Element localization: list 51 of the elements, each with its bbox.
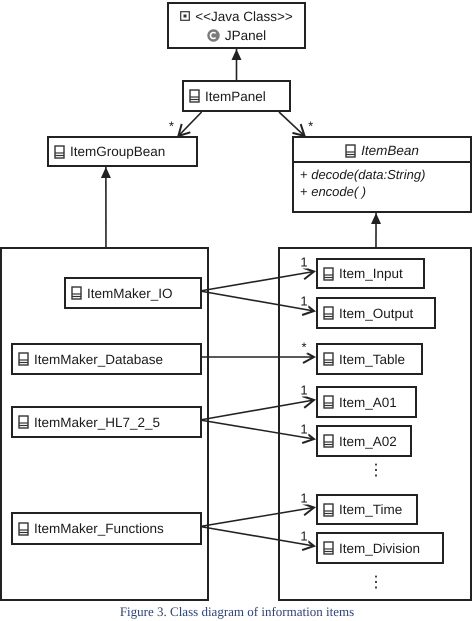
generalization-arrow	[371, 213, 382, 247]
abstract-class-box	[292, 136, 472, 213]
ellipsis-mark: ⋮	[368, 461, 384, 479]
multiplicity-label: 1	[299, 422, 309, 436]
class-box	[47, 136, 198, 167]
class-name: ItemMaker_Database	[34, 352, 164, 366]
class-name: ItemMaker_IO	[87, 286, 173, 300]
class-name: ItemMaker_Functions	[34, 521, 164, 536]
class-box	[316, 343, 423, 375]
class-box	[316, 297, 436, 329]
class-box	[316, 532, 444, 564]
class-box	[182, 80, 291, 112]
package-frame	[278, 247, 472, 601]
generalization-arrow	[100, 167, 111, 247]
class-name: ItemBean	[361, 143, 419, 158]
class-name: Item_Table	[339, 352, 406, 366]
class-box	[167, 2, 306, 49]
class-name: Item_Time	[339, 502, 402, 517]
class-box	[11, 406, 202, 438]
association-arrow	[278, 111, 306, 137]
method-text: + encode( )	[300, 183, 368, 200]
class-box	[316, 258, 425, 289]
class-name: ItemGroupBean	[70, 144, 166, 159]
multiplicity-label: 1	[299, 294, 309, 308]
multiplicity-label: 1	[299, 255, 309, 268]
generalization-arrow	[232, 49, 242, 80]
class-box	[316, 386, 417, 418]
multiplicity-label: 1	[299, 491, 309, 504]
association-arrow	[177, 111, 202, 137]
package-frame	[0, 247, 209, 601]
class-box	[316, 425, 412, 457]
class-box	[316, 494, 418, 525]
class-box	[11, 343, 202, 375]
class-name: Item_Input	[339, 266, 403, 281]
ellipsis-mark: ⋮	[368, 573, 384, 591]
association-arrow	[200, 350, 315, 364]
class-name: Item_Output	[339, 306, 414, 320]
class-name: ItemMaker_HL7_2_5	[34, 414, 160, 430]
class-name: Item_A02	[339, 434, 397, 448]
stereotype-text: <<Java Class>>	[195, 8, 293, 24]
multiplicity-label: 1	[299, 530, 309, 542]
class-name: JPanel	[224, 28, 266, 42]
multiplicity-label: 1	[299, 384, 309, 396]
class-box	[64, 277, 202, 309]
figure-caption: Figure 3. Class diagram of information items	[118, 604, 356, 620]
class-name: Item_A01	[339, 394, 397, 410]
class-name: Item_Division	[339, 540, 420, 556]
multiplicity-label: *	[300, 340, 308, 354]
class-box	[11, 512, 202, 545]
method-text: + decode(data:String)	[300, 166, 426, 183]
class-name: ItemPanel	[205, 88, 266, 104]
